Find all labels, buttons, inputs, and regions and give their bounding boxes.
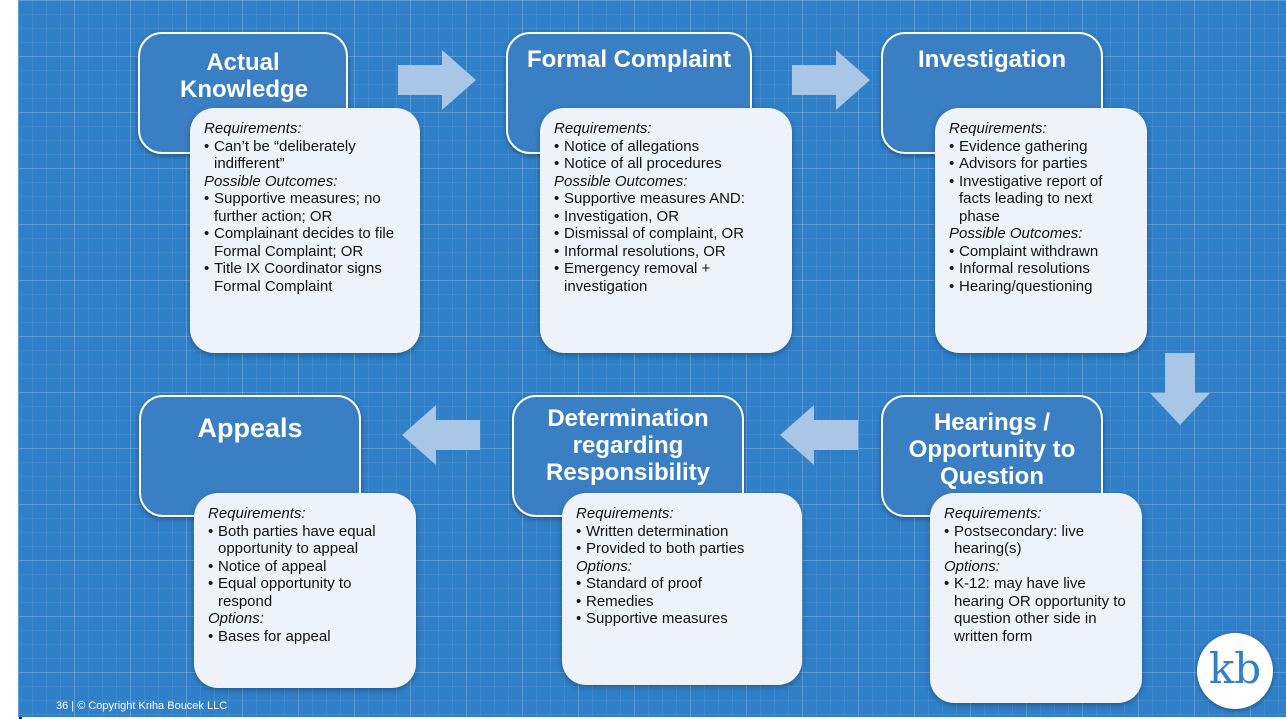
card-determination: Requirements: Written determination Prov…	[562, 493, 802, 685]
card-list: Can’t be “deliberately indifferent”	[204, 138, 408, 173]
list-item: Notice of all procedures	[554, 155, 780, 173]
card-list: Standard of proof Remedies Supportive me…	[576, 575, 790, 628]
card-list: Supportive measures AND: Investigation, …	[554, 190, 780, 295]
card-list: Complaint withdrawn Informal resolutions…	[949, 243, 1135, 296]
card-list: Supportive measures; no further action; …	[204, 190, 408, 295]
card-list: Postsecondary: live hearing(s)	[944, 523, 1130, 558]
list-item: Remedies	[576, 593, 790, 611]
list-item: Informal resolutions, OR	[554, 243, 780, 261]
stage-title: Appeals	[197, 413, 303, 443]
arrow-down-icon	[1150, 353, 1210, 425]
card-actual-knowledge: Requirements: Can’t be “deliberately ind…	[190, 108, 420, 353]
card-heading: Options:	[576, 557, 632, 575]
list-item: Equal opportunity to respond	[208, 575, 404, 610]
kb-logo: kb	[1197, 633, 1273, 709]
stage-title: Investigation	[917, 46, 1067, 73]
list-item: Informal resolutions	[949, 260, 1135, 278]
list-item: Bases for appeal	[208, 628, 404, 646]
arrow-right-icon	[398, 50, 476, 110]
list-item: Complainant decides to file Formal Compl…	[204, 225, 408, 260]
list-item: Provided to both parties	[576, 540, 790, 558]
card-appeals: Requirements: Both parties have equal op…	[194, 493, 416, 688]
list-item: Both parties have equal opportunity to a…	[208, 523, 404, 558]
card-formal-complaint: Requirements: Notice of allegations Noti…	[540, 108, 792, 353]
card-heading: Requirements:	[944, 505, 1042, 522]
card-investigation: Requirements: Evidence gathering Advisor…	[935, 108, 1147, 353]
list-item: Hearing/questioning	[949, 278, 1135, 296]
card-heading: Possible Outcomes:	[949, 225, 1083, 242]
list-item: Advisors for parties	[949, 155, 1135, 173]
list-item: Dismissal of complaint, OR	[554, 225, 780, 243]
card-heading: Possible Outcomes:	[204, 172, 338, 190]
list-item: Title IX Coordinator signs Formal Compla…	[204, 260, 408, 295]
card-heading: Possible Outcomes:	[554, 172, 688, 190]
list-item: Written determination	[576, 523, 790, 541]
stage-title: Determination regarding Responsibility	[545, 405, 711, 486]
arrow-right-icon	[792, 50, 870, 110]
list-item: Emergency removal + investigation	[554, 260, 780, 295]
arrow-left-icon	[402, 405, 480, 465]
list-item: Evidence gathering	[949, 138, 1135, 156]
card-heading: Requirements:	[949, 120, 1047, 137]
list-item: Supportive measures; no further action; …	[204, 190, 408, 225]
list-item: Notice of allegations	[554, 138, 780, 156]
card-list: Both parties have equal opportunity to a…	[208, 523, 404, 611]
card-heading: Options:	[944, 557, 1000, 575]
card-heading: Options:	[208, 610, 264, 627]
list-item: Can’t be “deliberately indifferent”	[204, 138, 408, 173]
list-item: Investigation, OR	[554, 208, 780, 226]
card-list: Written determination Provided to both p…	[576, 523, 790, 558]
stage-title: Formal Complaint	[526, 46, 731, 73]
card-list: Evidence gathering Advisors for parties …	[949, 138, 1135, 226]
list-item: K-12: may have live hearing OR opportuni…	[944, 575, 1130, 645]
stage-determination-box: Determination regarding Responsibility	[512, 395, 744, 517]
flowchart-slide: Actual Knowledge Formal Complaint Invest…	[18, 0, 1286, 717]
list-item: Postsecondary: live hearing(s)	[944, 523, 1130, 558]
card-list: Notice of allegations Notice of all proc…	[554, 138, 780, 173]
list-item: Standard of proof	[576, 575, 790, 593]
list-item: Supportive measures	[576, 610, 790, 628]
card-heading: Requirements:	[554, 120, 652, 137]
list-item: Notice of appeal	[208, 558, 404, 576]
card-list: K-12: may have live hearing OR opportuni…	[944, 575, 1130, 645]
card-hearings: Requirements: Postsecondary: live hearin…	[930, 493, 1142, 703]
card-list: Bases for appeal	[208, 628, 404, 646]
card-heading: Requirements:	[208, 505, 306, 522]
list-item: Investigative report of facts leading to…	[949, 173, 1135, 226]
arrow-left-icon	[780, 405, 858, 465]
card-heading: Requirements:	[204, 120, 302, 137]
footer-copyright: 36 | © Copyright Kriha Boucek LLC	[56, 700, 228, 712]
list-item: Complaint withdrawn	[949, 243, 1135, 261]
stage-title: Actual Knowledge	[180, 49, 309, 103]
card-heading: Requirements:	[576, 505, 674, 522]
stage-title: Hearings / Opportunity to Question	[908, 409, 1076, 490]
list-item: Supportive measures AND:	[554, 190, 780, 208]
